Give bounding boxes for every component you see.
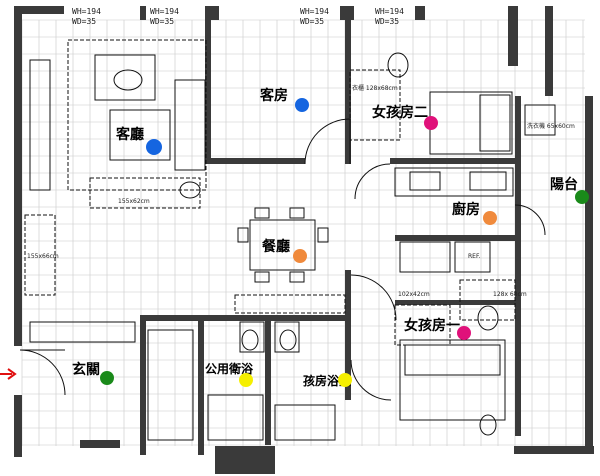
room-label-entrance: 玄關 — [72, 361, 100, 378]
fridge-label: REF. — [468, 253, 480, 260]
furniture — [24, 39, 556, 441]
room-labels: 客廳 客房 女孩房二 陽台 廚房 餐廳 玄關 女孩房一 公用衛浴 孩房浴室 — [72, 87, 578, 388]
window-dim-4-wd: WD=35 — [375, 17, 399, 26]
wardrobe-1b-note: 128x 68cm — [493, 291, 527, 298]
room-label-kitchen: 廚房 — [452, 201, 480, 218]
window-dim-2-wd: WD=35 — [150, 17, 174, 26]
shoe-cabinet-note: 155x66cm — [27, 253, 59, 260]
room-markers — [100, 98, 589, 387]
room-label-balcony: 陽台 — [550, 176, 578, 193]
marker-dining-orange — [293, 249, 307, 263]
marker-guest-bath-yellow — [338, 373, 352, 387]
wardrobe-1a-note: 102x42cm — [398, 291, 430, 298]
room-label-girl-room-2: 女孩房二 — [372, 104, 428, 121]
marker-guest-blue — [295, 98, 309, 112]
marker-public-bath-yellow — [239, 373, 253, 387]
room-label-public-bath: 公用衛浴 — [205, 361, 254, 376]
balcony-note: 洗衣機 65x60cm — [527, 122, 575, 130]
sofa-size-note: 155x62cm — [118, 198, 150, 205]
furniture-annotations: 衣櫃 128x68cm 155x62cm 155x66cm REF. 102x4… — [27, 84, 575, 298]
marker-balcony-green — [575, 190, 589, 204]
room-label-guest: 客房 — [259, 87, 288, 104]
exterior-walls — [14, 6, 594, 474]
doors — [19, 118, 546, 401]
interior-walls — [140, 14, 521, 455]
window-dim-1-wd: WD=35 — [72, 17, 96, 26]
marker-entrance-green — [100, 371, 114, 385]
marker-kitchen-orange — [483, 211, 497, 225]
window-dimensions: WH=194 WD=35 WH=194 WD=35 WH=194 WD=35 W… — [72, 7, 404, 26]
window-dim-1-wh: WH=194 — [72, 7, 101, 16]
entrance-arrow — [0, 368, 17, 380]
window-dim-2-wh: WH=194 — [150, 7, 179, 16]
marker-girl-room-1-magenta — [457, 326, 471, 340]
room-label-dining: 餐廳 — [261, 238, 290, 255]
room-label-girl-room-1: 女孩房一 — [404, 317, 460, 334]
window-dim-3-wd: WD=35 — [300, 17, 324, 26]
window-dim-3-wh: WH=194 — [300, 7, 329, 16]
room-label-living: 客廳 — [115, 126, 144, 143]
marker-girl-room-2-magenta — [424, 116, 438, 130]
window-dim-4-wh: WH=194 — [375, 7, 404, 16]
marker-living-blue — [146, 139, 162, 155]
wardrobe-2-note: 衣櫃 128x68cm — [352, 84, 398, 92]
